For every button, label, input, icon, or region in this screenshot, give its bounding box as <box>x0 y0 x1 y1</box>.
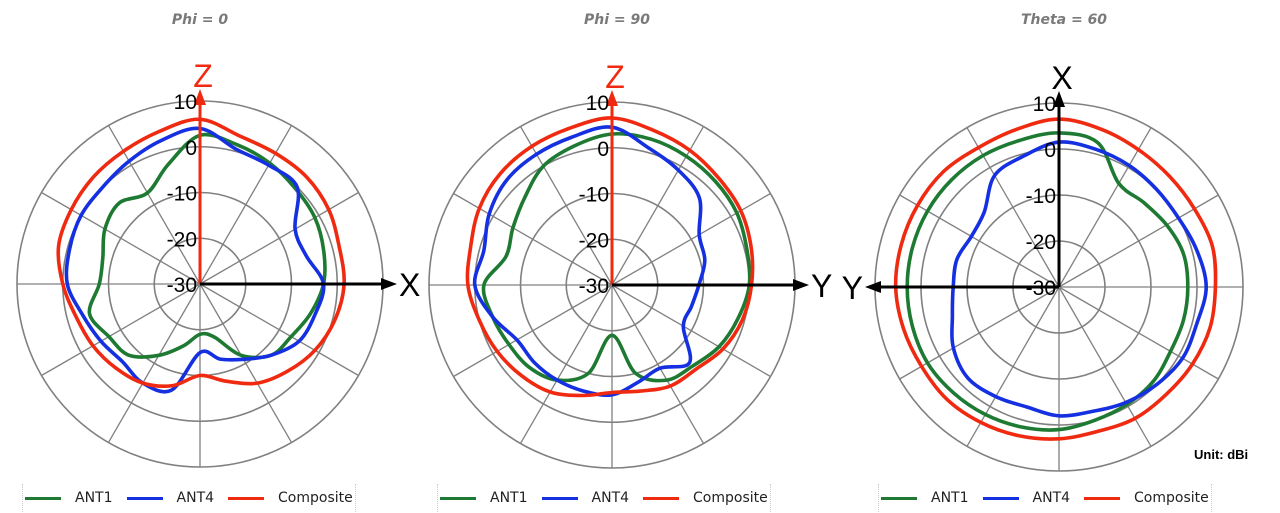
composite-line-swatch-icon <box>228 496 265 500</box>
composite-line-swatch-icon <box>643 496 680 500</box>
unit-label: Unit: dBi <box>1194 447 1249 462</box>
grid-spoke <box>199 283 359 377</box>
plot-title-phi-0: Phi = 0 <box>171 12 229 28</box>
radial-tick-label: 0 <box>597 138 609 161</box>
legend-item-ant1: ANT1 <box>440 490 528 506</box>
legend-phi-90: ANT1 ANT4 Composite <box>437 484 771 512</box>
legend-item-composite: Composite <box>228 490 353 506</box>
grid-spoke <box>611 126 705 286</box>
plot-title-phi-90: Phi = 90 <box>584 12 650 28</box>
series-ant1-curve <box>87 132 327 360</box>
legend-phi-0: ANT1 ANT4 Composite <box>22 484 356 512</box>
radial-tick-label: -20 <box>579 229 609 252</box>
series-ant1-curve <box>905 131 1190 432</box>
radial-tick-label: 10 <box>1033 93 1056 116</box>
legend-label: ANT4 <box>1032 490 1071 506</box>
grid-spoke <box>107 283 201 443</box>
legend-theta-60: ANT1 ANT4 Composite <box>878 484 1212 512</box>
radial-tick-label: 0 <box>1044 139 1056 162</box>
grid-spoke <box>199 191 359 285</box>
grid-spoke <box>519 284 613 444</box>
composite-line-swatch-icon <box>1084 496 1121 500</box>
legend-item-ant1: ANT1 <box>25 490 113 506</box>
arrow-up-icon <box>606 90 618 106</box>
polar-plot-phi-90: Z Y 10 0 -10 -20 -30 <box>428 59 832 469</box>
grid-spoke <box>453 284 613 378</box>
grid-spoke <box>899 286 1060 380</box>
series-composite-curve <box>893 117 1218 441</box>
arrow-up-icon <box>194 89 206 105</box>
series-ant4-curve <box>64 126 326 394</box>
plot-title-theta-60: Theta = 60 <box>1020 12 1108 28</box>
radial-tick-label: -10 <box>1026 185 1056 208</box>
legend-label: ANT4 <box>591 490 630 506</box>
ant1-line-swatch-icon <box>25 496 61 500</box>
ant1-line-swatch-icon <box>440 496 476 500</box>
axis-right-label: X <box>399 267 420 303</box>
legend-label: ANT4 <box>176 490 215 506</box>
radial-tick-label: -20 <box>167 228 197 251</box>
grid-spoke <box>611 284 705 444</box>
series-composite-curve <box>465 116 755 398</box>
legend-label: Composite <box>1134 490 1209 506</box>
axis-up-label: Z <box>605 59 625 95</box>
axis-up-label: X <box>1051 60 1072 96</box>
radial-tick-label: -20 <box>1026 231 1056 254</box>
legend-item-composite: Composite <box>1084 490 1209 506</box>
grid-spoke <box>1058 127 1152 288</box>
radial-tick-label: -30 <box>1026 277 1056 300</box>
radial-tick-label: 10 <box>174 91 197 114</box>
ant4-line-swatch-icon <box>982 496 1019 500</box>
radial-tick-label: 0 <box>185 137 197 160</box>
arrow-up-icon <box>1053 91 1065 107</box>
legend-label: ANT1 <box>75 490 113 506</box>
grid-spoke <box>199 283 293 443</box>
grid-spoke <box>1058 286 1152 447</box>
legend-label: ANT1 <box>931 490 969 506</box>
legend-label: ANT1 <box>490 490 528 506</box>
grid-spoke <box>966 286 1060 447</box>
grid-spoke <box>611 284 771 378</box>
legend-item-ant4: ANT4 <box>982 490 1071 506</box>
series-composite-curve <box>56 117 346 388</box>
ant4-line-swatch-icon <box>541 496 578 500</box>
polar-plot-phi-0: Z X 10 0 -10 -20 -30 <box>16 58 420 468</box>
grid-spoke <box>41 191 201 285</box>
series-ant4-curve <box>472 125 707 397</box>
arrow-left-icon <box>865 281 881 293</box>
radial-tick-label: 10 <box>586 92 609 115</box>
radial-tick-label: -10 <box>579 184 609 207</box>
grid-spoke <box>1058 194 1219 288</box>
arrow-right-icon <box>381 278 397 290</box>
polar-plot-theta-60: X Y 10 0 -10 -20 -30 <box>842 60 1244 472</box>
axis-left-label: Y <box>842 270 863 306</box>
arrow-right-icon <box>793 279 809 291</box>
radial-tick-label: -30 <box>167 274 197 297</box>
legend-label: Composite <box>693 490 768 506</box>
legend-item-composite: Composite <box>643 490 768 506</box>
axis-right-label: Y <box>811 268 832 304</box>
radial-tick-label: -10 <box>167 183 197 206</box>
legend-item-ant4: ANT4 <box>126 490 215 506</box>
series-ant1-curve <box>481 131 752 383</box>
radial-tick-label: -30 <box>579 275 609 298</box>
legend-item-ant1: ANT1 <box>881 490 969 506</box>
ant1-line-swatch-icon <box>881 496 917 500</box>
axis-up-label: Z <box>193 58 213 94</box>
legend-label: Composite <box>278 490 353 506</box>
grid-spoke <box>611 192 771 286</box>
ant4-line-swatch-icon <box>126 496 163 500</box>
series-ant4-curve <box>950 140 1208 418</box>
legend-item-ant4: ANT4 <box>541 490 630 506</box>
grid-spoke <box>41 283 201 377</box>
